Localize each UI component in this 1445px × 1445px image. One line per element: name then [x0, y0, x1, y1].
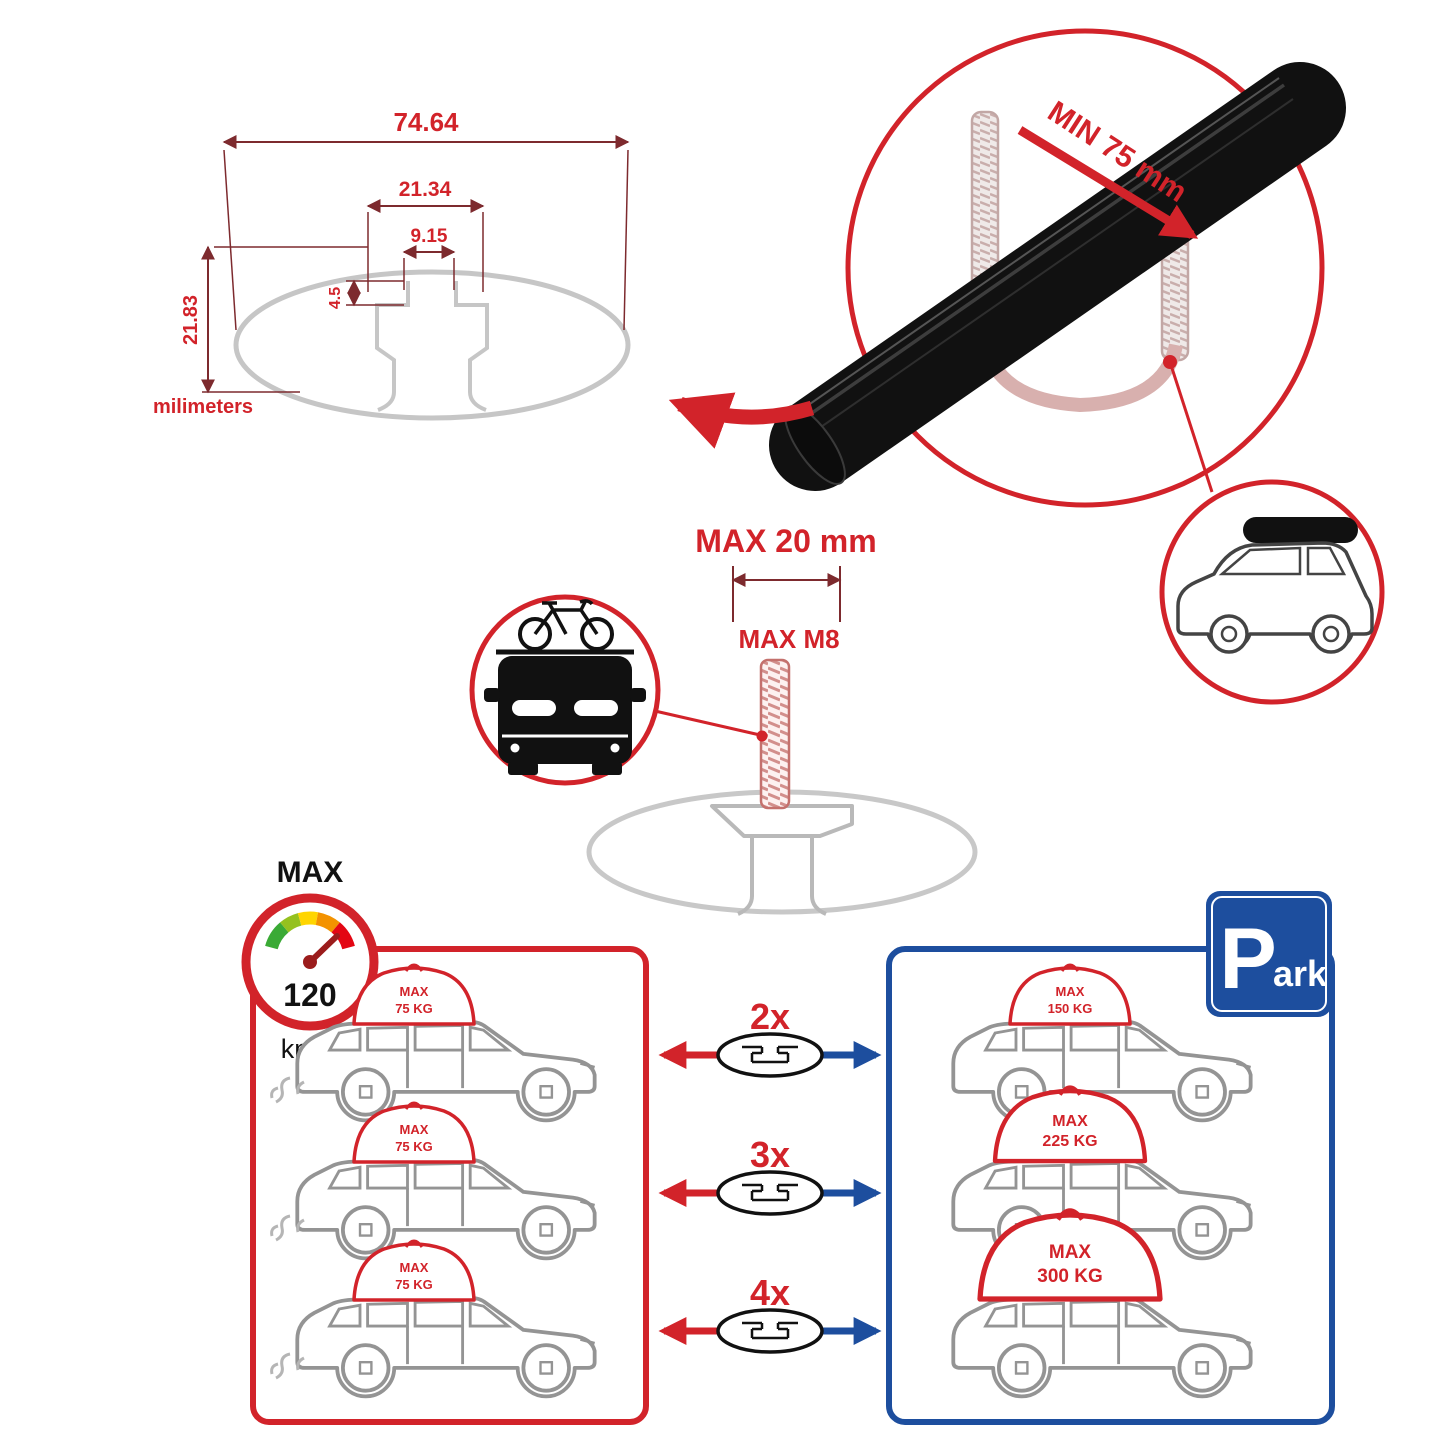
- cargo-weight: 75 KG: [395, 1001, 433, 1016]
- car-mirror-right: [630, 688, 646, 702]
- cargo-max-label: MAX: [1056, 984, 1085, 999]
- multiplier-row-2: 3x: [658, 1134, 882, 1216]
- suv-wheel: [1209, 614, 1249, 654]
- multiplier-row-1: 2x: [658, 996, 882, 1078]
- bar-section-oval: [716, 1170, 824, 1216]
- min-grip-arrow: [1017, 126, 1199, 239]
- bar-3d-detail: MIN 75 mm: [769, 28, 1385, 705]
- dim-total-width: 74.64: [393, 107, 459, 137]
- suv-windows: [1218, 546, 1347, 576]
- bar-profile-ellipse: [233, 269, 631, 421]
- gauge-green: [265, 922, 289, 950]
- car-mirror-left: [484, 688, 500, 702]
- dim-total-height: 21.83: [180, 295, 202, 345]
- speed-value: 120: [283, 977, 336, 1013]
- parking-sign-border: [1211, 896, 1327, 1012]
- cargo-max-label: MAX: [400, 1122, 429, 1137]
- headlight-left: [512, 700, 556, 716]
- cargo-max-label: MAX: [400, 984, 429, 999]
- cargo-max-label: MAX: [1049, 1242, 1092, 1263]
- speed-limit-gauge: MAX 120 km/h: [241, 856, 379, 1064]
- t-slot-left-wall: [375, 281, 410, 412]
- suv-hub: [1220, 625, 1238, 643]
- callout-line: [1168, 361, 1214, 493]
- cargo-max-label: MAX: [400, 1260, 429, 1275]
- multiplier-rows: 2x 3x 4x: [658, 996, 882, 1354]
- ext-line: [223, 149, 237, 331]
- bike-wheel: [580, 617, 614, 651]
- gauge-red: [331, 922, 355, 950]
- parking-suffix: ark: [1273, 953, 1328, 994]
- crossbar-profile-drawing: 74.64 21.34 9.15 4.5 21.83 milimeters: [153, 107, 631, 421]
- car-wheel-stub: [592, 762, 622, 775]
- bar-shade: [807, 98, 1294, 437]
- crossbar-3d: [769, 62, 1346, 491]
- cargo-weight: 75 KG: [395, 1277, 433, 1292]
- suv-wheel: [1311, 614, 1351, 654]
- dim-slot-depth: 4.5: [327, 287, 344, 309]
- bar-section-oval: [716, 1032, 824, 1078]
- cargo-weight: 300 KG: [1037, 1266, 1102, 1287]
- multiplier-row-3: 4x: [658, 1272, 882, 1354]
- dim-slot-width: 9.15: [411, 226, 448, 247]
- cargo-max-label: MAX: [1052, 1113, 1088, 1130]
- bar-highlight: [798, 83, 1285, 424]
- zoom-circle: [845, 28, 1325, 508]
- multiplier-label: 4x: [750, 1272, 790, 1313]
- cargo-weight: 225 KG: [1042, 1133, 1097, 1150]
- parking-letter: P: [1219, 911, 1276, 1007]
- roof-box: [1243, 517, 1358, 543]
- stud-callout-line: [654, 709, 761, 737]
- speed-max-label: MAX: [277, 856, 344, 889]
- bolt-detail: MAX 20 mm MAX M8: [469, 523, 978, 916]
- fog-light: [610, 743, 620, 753]
- suv-hub: [1322, 625, 1340, 643]
- cargo-weight: 75 KG: [395, 1139, 433, 1154]
- gauge-yellow: [297, 911, 319, 926]
- bar-section-oval: [716, 1308, 824, 1354]
- t-slot-right-wall: [454, 281, 489, 412]
- bike-frame: [533, 599, 599, 636]
- parked-cars: MAX 150 KG MAX 225 KG MAX 300 KG: [951, 963, 1253, 1399]
- units-label: milimeters: [153, 396, 253, 418]
- bolt-max-length-label: MAX 20 mm: [695, 523, 876, 559]
- t-bolt-head: [710, 804, 854, 838]
- parking-sign-bg: [1206, 891, 1332, 1017]
- headlight-right: [574, 700, 618, 716]
- cargo-weight: 150 KG: [1048, 1001, 1093, 1016]
- multiplier-label: 2x: [750, 996, 790, 1037]
- driving-cars: MAX 75 KG MAX 75 KG MAX 75 KG: [270, 963, 597, 1399]
- fog-light: [510, 743, 520, 753]
- multiplier-label: 3x: [750, 1134, 790, 1175]
- t-bolt-shaft: [737, 836, 827, 916]
- pointer-arrow: [668, 392, 815, 449]
- stud-callout-dot: [756, 730, 768, 742]
- gauge-orange: [315, 912, 340, 933]
- bike-wheel: [518, 617, 552, 651]
- car-wheel-stub: [508, 762, 538, 775]
- ext-line: [623, 149, 629, 331]
- parking-sign: P ark: [1206, 891, 1332, 1017]
- gauge-hub: [303, 955, 317, 969]
- bolt-max-thread-label: MAX M8: [738, 624, 839, 654]
- gauge-lightgreen: [280, 913, 302, 933]
- bar-groove: [793, 77, 1280, 416]
- dim-channel-width: 21.34: [399, 178, 452, 201]
